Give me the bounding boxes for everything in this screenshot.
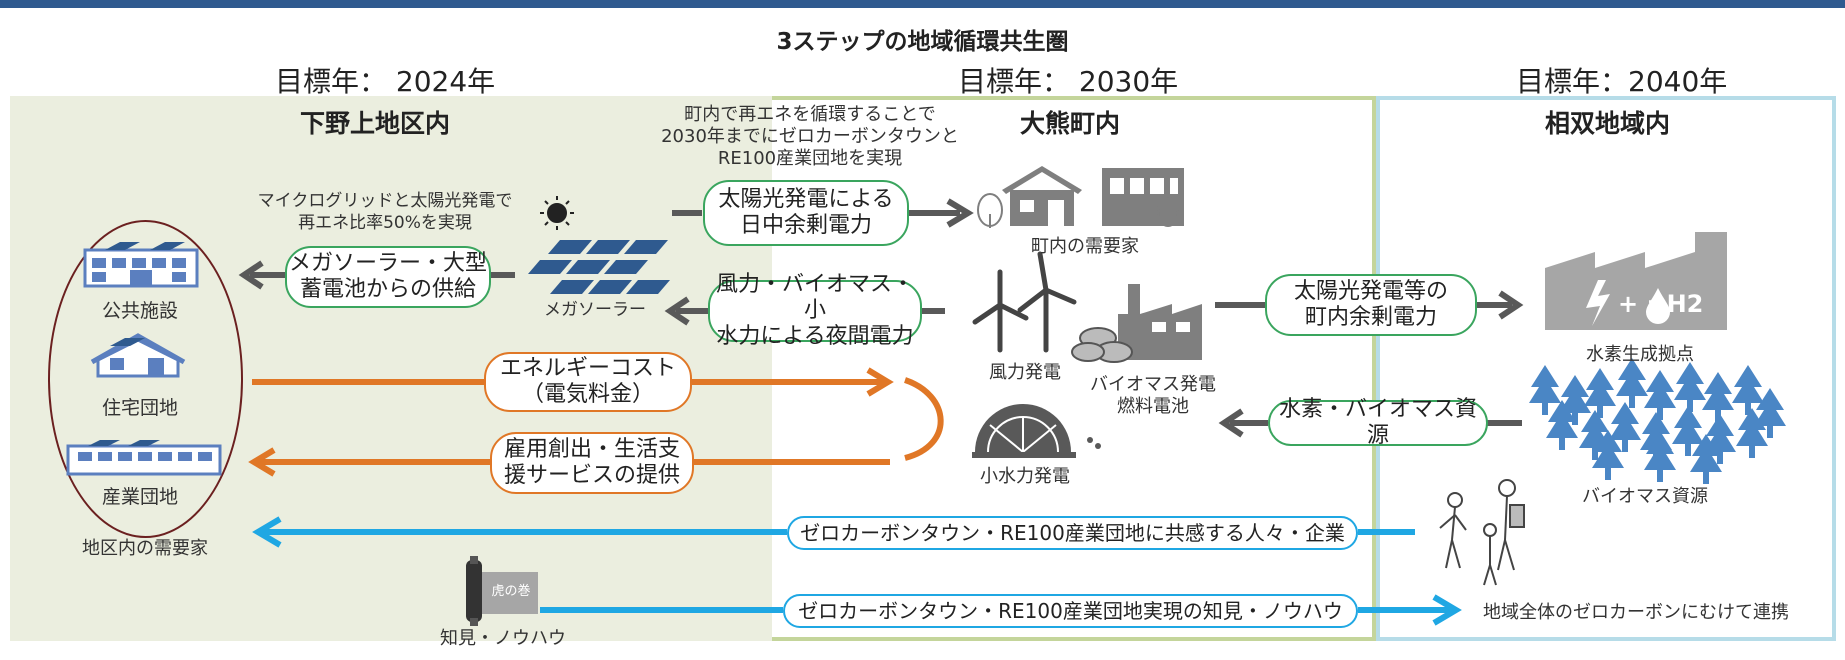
tree-icon [1732,365,1764,415]
tree-icon [1616,358,1648,408]
microgrid-note-line2: 再エネ比率50%を実現 [298,213,472,233]
pill-energy-cost-line2: （電気料金） [521,382,654,407]
tree-icon [1546,400,1578,450]
tree-icon [1592,430,1624,480]
pill-solar-daytime-line2: 日中余剰電力 [739,213,872,238]
pill-knowhow: ゼロカーボンタウン・RE100産業団地実現の知見・ノウハウ [783,594,1358,628]
label-small-hydro: 小水力発電 [980,466,1070,487]
pill-energy-cost-line1: エネルギーコスト [499,356,676,381]
town-note: 町内で再エネを循環することで 2030年までにゼロカーボンタウンと RE100産… [650,104,970,170]
pill-surplus-line1: 太陽光発電等の [1293,279,1448,304]
pill-employment-line2: 援サービスの提供 [503,463,680,488]
tree-icon [1690,434,1722,484]
pill-hydrogen-biomass: 水素・バイオマス資源 [1268,397,1488,448]
megasolar-panels-icon [528,240,670,294]
demand-oval [48,220,243,538]
microgrid-note: マイクログリッドと太陽光発電で 再エネ比率50%を実現 [240,190,530,234]
tree-icon [1736,408,1768,458]
wind-turbines-icon [972,251,1077,353]
label-knowledge: 知見・ノウハウ [440,628,566,649]
label-scroll: 虎の巻 [491,584,531,599]
label-district-demand: 地区内の需要家 [82,538,208,559]
forest-icon [1529,358,1786,484]
hydrogen-factory-icon [1545,232,1727,330]
town-note-line1: 町内で再エネを循環することで [684,104,936,125]
pill-megasolar-line2: 蓄電池からの供給 [299,277,476,302]
panel-right [1376,96,1836,641]
tree-icon [1584,368,1616,418]
panel-title-right: 相双地域内 [1545,109,1671,138]
label-housing: 住宅団地 [101,397,178,419]
arrow-employment [248,447,890,477]
town-note-line2: 2030年までにゼロカーボンタウンと [661,126,959,147]
sun-icon [540,196,574,230]
pill-sympathy: ゼロカーボンタウン・RE100産業団地に共感する人々・企業 [787,516,1358,550]
scroll-icon [466,556,538,626]
tree-icon [1672,406,1704,456]
people-icon [1439,479,1525,586]
year-2040: 目標年：2040年 [1516,65,1728,98]
label-town-demand: 町内の需要家 [1031,236,1139,257]
housing-icon [90,333,186,378]
industrial-icon [66,440,222,476]
public-facility-icon [83,242,199,288]
label-biomass-line2: 燃料電池 [1117,396,1189,417]
pill-night-power: 風力・バイオマス・小水力による夜間電力 [708,272,922,349]
tree-icon [1644,370,1676,420]
tree-icon [1702,372,1734,422]
pill-employment-line1: 雇用創出・生活支 [503,437,680,462]
label-h2-formula: + =H2 [1618,290,1704,318]
top-bar [0,0,1845,8]
arrow-hydrogen-to-biomass [1218,408,1522,438]
town-demand-houses-icon [977,166,1184,228]
arrow-sympathy [252,516,1415,548]
town-note-line3: RE100産業団地を実現 [717,148,903,169]
pill-megasolar-line1: メガソーラー・大型 [288,251,487,276]
label-collaboration: 地域全体のゼロカーボンにむけて連携 [1483,602,1789,623]
tree-icon [1529,365,1561,415]
label-biomass-resource: バイオマス資源 [1582,486,1708,507]
tree-icon [1609,402,1641,452]
pill-megasolar-supply: メガソーラー・大型蓄電池からの供給 [285,246,491,308]
arrow-megasolar-to-public [238,260,515,290]
label-megasolar: メガソーラー [544,300,646,320]
water-wheel-icon [972,404,1101,458]
pill-night-power-line1: 風力・バイオマス・小 [715,272,914,323]
tree-icon [1674,362,1706,412]
label-industrial: 産業団地 [101,486,178,508]
pill-surplus-line2: 町内余剰電力 [1304,305,1437,330]
tree-icon [1644,432,1676,482]
pill-energy-cost: エネルギーコスト（電気料金） [484,352,692,412]
biomass-plant-icon [1071,284,1202,363]
pill-employment: 雇用創出・生活支援サービスの提供 [490,432,694,494]
arrow-solar-to-town [672,198,974,228]
label-public-facility: 公共施設 [101,300,178,322]
arrow-knowhow [540,594,1462,626]
panel-title-left: 下野上地区内 [300,109,451,138]
arrow-biomass-to-h2 [1215,290,1524,320]
panel-title-middle: 大熊町内 [1020,109,1121,138]
microgrid-note-line1: マイクログリッドと太陽光発電で [257,191,513,211]
arrow-wind-to-megasolar [664,296,945,326]
pill-solar-daytime: 太陽光発電による日中余剰電力 [703,180,909,246]
label-biomass-line1: バイオマス発電 [1090,374,1216,395]
pill-solar-daytime-line1: 太陽光発電による [718,187,894,212]
pill-night-power-line2: 水力による夜間電力 [716,324,914,349]
arrow-energy-cost [252,367,944,461]
year-2030: 目標年： 2030年 [958,65,1179,98]
diagram-title: 3ステップの地域循環共生圏 [776,29,1069,55]
year-2024: 目標年： 2024年 [275,65,496,98]
label-wind-power: 風力発電 [989,362,1061,383]
label-biomass-power: バイオマス発電 燃料電池 [1083,374,1223,418]
pill-surplus-power: 太陽光発電等の町内余剰電力 [1265,274,1477,336]
label-hydrogen-base: 水素生成拠点 [1586,344,1694,365]
